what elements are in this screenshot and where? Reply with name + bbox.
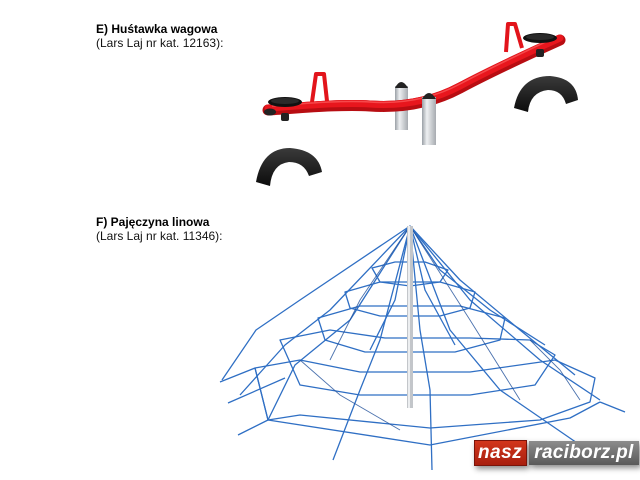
tire-right xyxy=(514,76,578,112)
section-f-caption: F) Pajęczyna linowa (Lars Laj nr kat. 11… xyxy=(96,215,223,243)
tire-left xyxy=(256,148,322,186)
section-f-catalog-number: (Lars Laj nr kat. 11346): xyxy=(96,229,223,243)
seesaw-left-seat xyxy=(264,72,329,121)
seesaw-right-seat xyxy=(504,22,557,57)
section-e-catalog-number: (Lars Laj nr kat. 12163): xyxy=(96,36,224,50)
seesaw-post-front xyxy=(422,93,436,145)
watermark-logo: nasz raciborz.pl xyxy=(474,440,639,466)
section-e-caption: E) Huśtawka wagowa (Lars Laj nr kat. 121… xyxy=(96,22,223,50)
logo-part-nasz: nasz xyxy=(474,440,528,466)
section-f-title: F) Pajęczyna linowa xyxy=(96,215,210,229)
section-e-title: E) Huśtawka wagowa xyxy=(96,22,218,36)
logo-part-raciborz: raciborz.pl xyxy=(529,441,639,465)
